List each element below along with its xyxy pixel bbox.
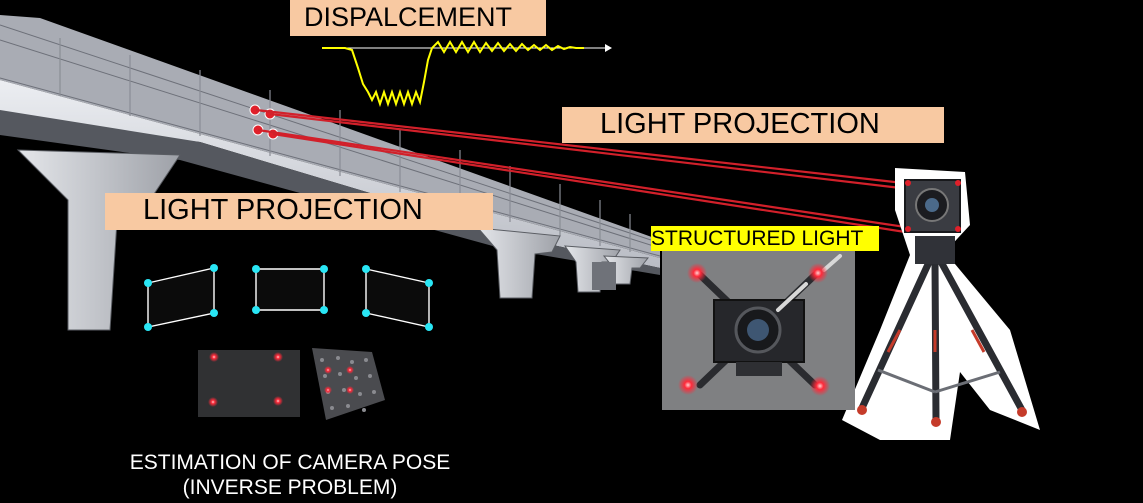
target-board-photo	[312, 348, 385, 420]
bridge-illustration	[0, 15, 661, 331]
light-projection-label-right: LIGHT PROJECTION	[562, 107, 944, 143]
pose-rectangles	[147, 267, 430, 328]
pose-estimation-caption: ESTIMATION OF CAMERA POSE (INVERSE PROBL…	[80, 450, 500, 500]
camera-on-tripod	[842, 168, 1040, 440]
laser-beams	[255, 108, 919, 236]
pose-corner-markers	[144, 264, 433, 331]
projected-dots-photo	[198, 350, 300, 417]
light-projection-label-left: LIGHT PROJECTION	[105, 193, 493, 230]
displacement-signal	[322, 40, 612, 108]
caption-line-2: (INVERSE PROBLEM)	[182, 476, 398, 499]
structured-light-rig	[662, 245, 855, 410]
displacement-label: DISPALCEMENT	[290, 0, 546, 36]
structured-light-label: STRUCTURED LIGHT	[651, 226, 879, 251]
caption-line-1: ESTIMATION OF CAMERA POSE	[129, 451, 451, 474]
